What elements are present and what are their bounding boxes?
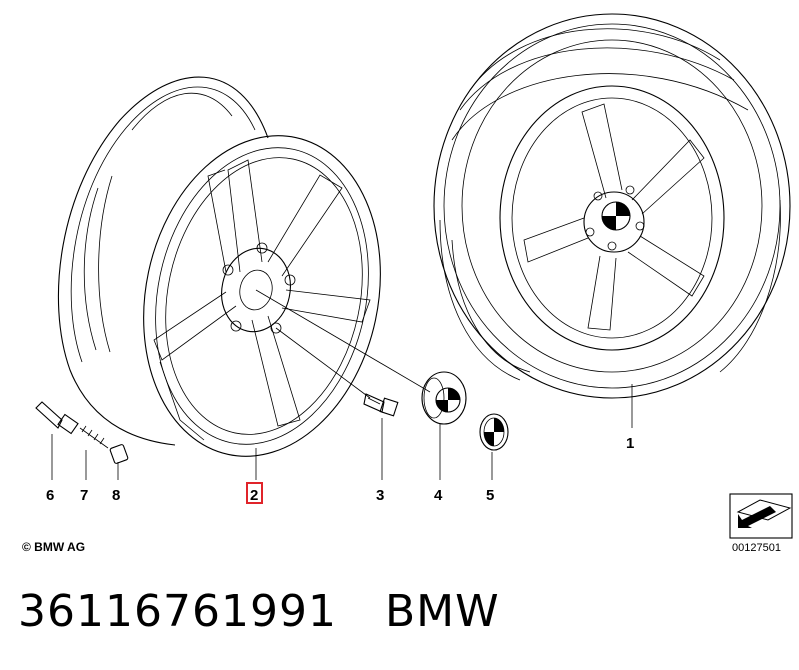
emblem-drawing bbox=[479, 413, 509, 451]
brand-name: BMW bbox=[384, 586, 500, 637]
copyright-label: © BMW AG bbox=[22, 540, 86, 554]
callout-8: 8 bbox=[112, 487, 120, 504]
document-number: 00127501 bbox=[732, 542, 781, 554]
callout-5: 5 bbox=[486, 487, 494, 504]
view-direction-icon bbox=[729, 493, 793, 539]
center-cap-drawing bbox=[421, 371, 467, 425]
complete-wheel-drawing bbox=[433, 13, 791, 399]
valve-parts-drawing bbox=[35, 401, 129, 464]
rim-drawing bbox=[57, 76, 381, 457]
wheel-exploded-diagram: 1 2 3 4 5 6 7 8 bbox=[35, 13, 793, 539]
callout-4: 4 bbox=[434, 487, 443, 504]
leader-lines bbox=[51, 289, 633, 480]
part-caption: 36116761991 BMW bbox=[18, 586, 548, 637]
highlight-callout-2-box bbox=[246, 482, 263, 504]
callout-2: 2 bbox=[250, 487, 258, 504]
callout-3: 3 bbox=[376, 487, 384, 504]
callout-6: 6 bbox=[46, 487, 54, 504]
callout-7: 7 bbox=[80, 487, 88, 504]
wheel-bolt-drawing bbox=[363, 393, 399, 417]
callout-1: 1 bbox=[626, 435, 634, 452]
part-number: 36116761991 bbox=[18, 586, 337, 637]
